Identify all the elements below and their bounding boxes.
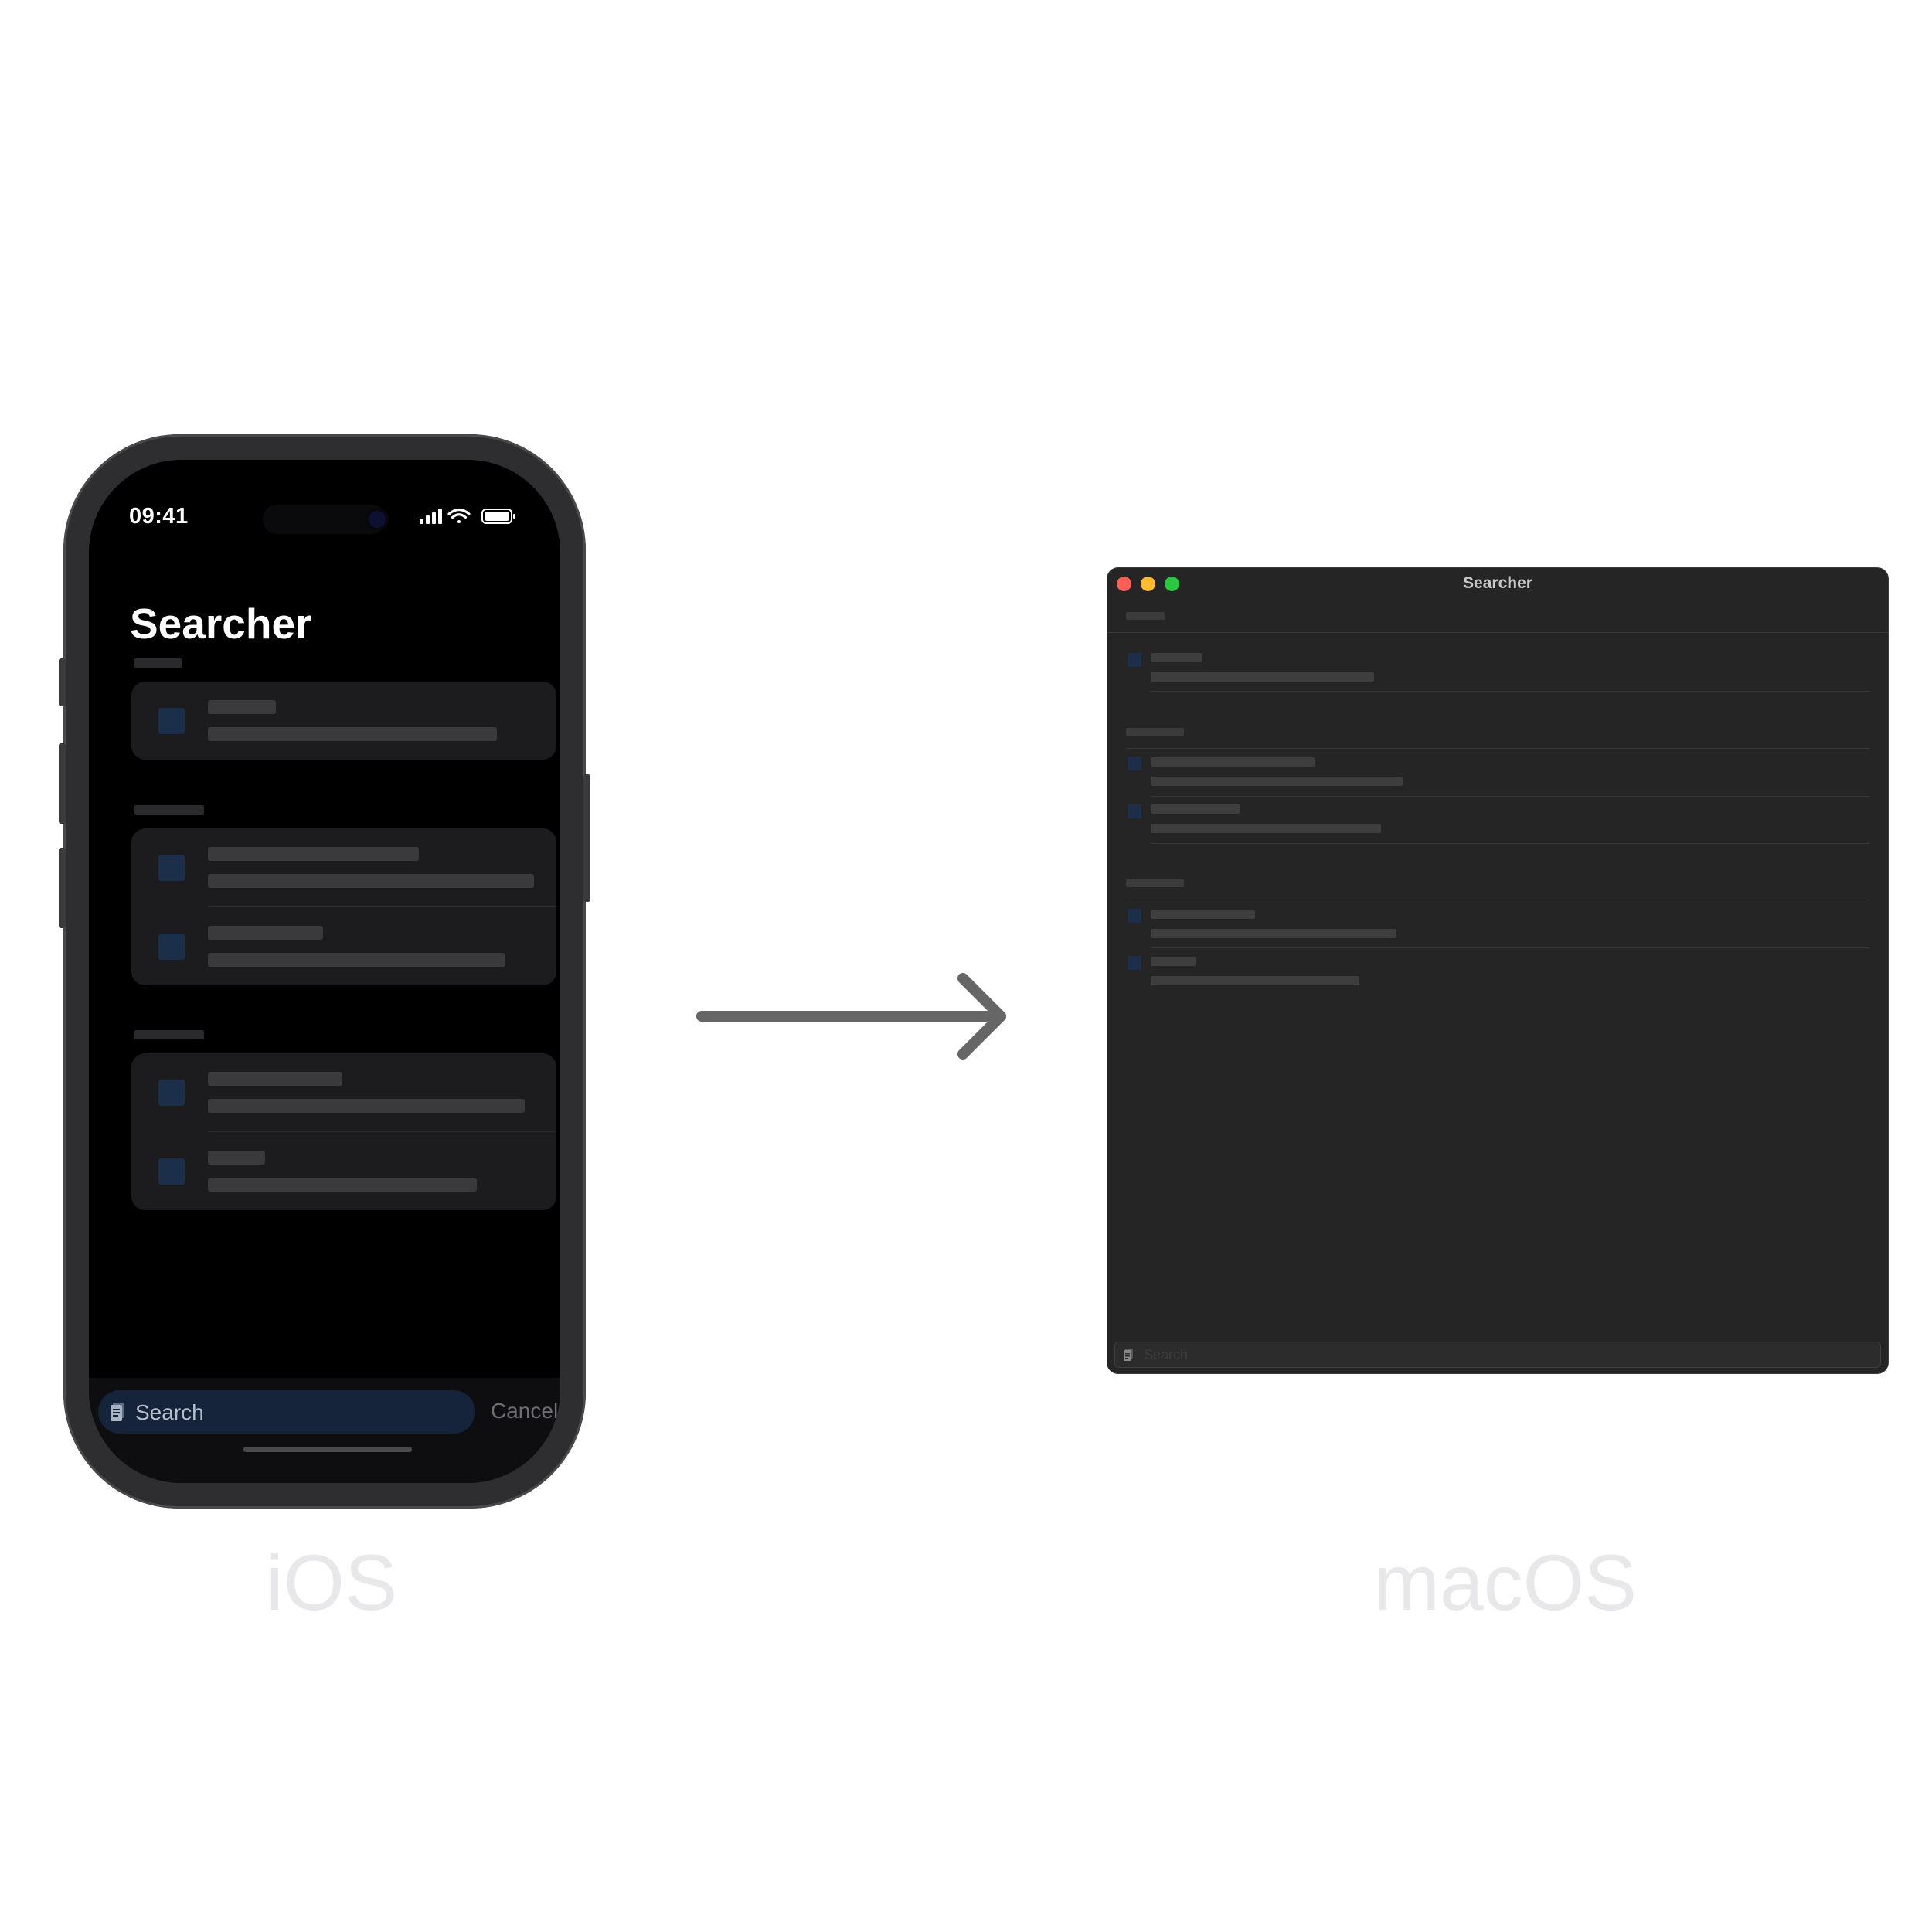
section-header-placeholder — [134, 658, 182, 668]
search-toolbar: Search Cancel — [89, 1378, 560, 1483]
close-button[interactable] — [1117, 577, 1131, 591]
page-title: Searcher — [130, 600, 312, 648]
arrow-right-icon — [696, 973, 1006, 1060]
divider — [1151, 691, 1869, 692]
section-header-placeholder — [1126, 728, 1184, 736]
title-placeholder — [208, 926, 323, 940]
camera-dot — [369, 511, 386, 528]
section-header-placeholder — [1126, 879, 1184, 887]
subtitle-placeholder — [208, 1099, 525, 1113]
search-input[interactable]: Search — [1114, 1342, 1881, 1368]
action-button — [59, 658, 66, 706]
item-icon — [1128, 757, 1141, 770]
list-item[interactable] — [131, 828, 556, 906]
item-icon — [1128, 804, 1141, 818]
volume-down-button — [59, 848, 66, 928]
subtitle-placeholder — [208, 874, 534, 888]
title-placeholder — [208, 1151, 265, 1165]
macos-caption: macOS — [1374, 1539, 1638, 1627]
subtitle-placeholder — [1151, 929, 1396, 938]
subtitle-placeholder — [208, 1178, 477, 1192]
title-placeholder — [208, 847, 419, 861]
title-placeholder — [1151, 957, 1196, 966]
title-placeholder — [208, 700, 276, 714]
item-icon — [158, 1080, 185, 1106]
item-icon — [158, 934, 185, 960]
item-icon — [158, 708, 185, 734]
status-icons — [420, 505, 519, 529]
item-icon — [1128, 956, 1141, 970]
list-item[interactable] — [158, 1131, 556, 1210]
section-card — [131, 682, 556, 760]
ios-caption: iOS — [266, 1539, 398, 1627]
cancel-button[interactable]: Cancel — [491, 1399, 559, 1423]
subtitle-placeholder — [1151, 777, 1403, 786]
window-title: Searcher — [1463, 574, 1532, 592]
item-icon — [1128, 653, 1141, 667]
subtitle-placeholder — [1151, 976, 1359, 985]
title-placeholder — [1151, 804, 1240, 814]
wifi-icon — [447, 508, 471, 523]
document-icon — [111, 1403, 124, 1421]
subtitle-placeholder — [1151, 672, 1374, 682]
list-item[interactable] — [131, 1053, 556, 1131]
section-header-placeholder — [134, 1030, 204, 1039]
title-placeholder — [1151, 757, 1315, 767]
list-item[interactable] — [131, 682, 556, 760]
section-card — [131, 828, 556, 985]
divider — [1151, 843, 1869, 844]
item-icon — [1128, 909, 1141, 923]
divider — [1126, 748, 1869, 749]
subtitle-placeholder — [1151, 824, 1381, 833]
title-placeholder — [208, 1072, 342, 1086]
ios-screen: 09:41 S — [89, 460, 560, 1483]
dynamic-island — [263, 505, 386, 534]
home-indicator[interactable] — [243, 1447, 412, 1452]
iphone-frame: 09:41 S — [59, 434, 590, 1509]
section-header-placeholder — [134, 805, 204, 815]
status-time: 09:41 — [129, 504, 189, 529]
section-card — [131, 1053, 556, 1210]
signal-wifi-battery-icon — [420, 508, 515, 524]
minimize-button[interactable] — [1141, 577, 1155, 591]
divider — [1151, 947, 1869, 948]
item-icon — [158, 855, 185, 881]
title-placeholder — [1151, 653, 1202, 662]
signal-icon — [420, 509, 442, 524]
zoom-button[interactable] — [1165, 577, 1179, 591]
subtitle-placeholder — [208, 953, 505, 967]
subtitle-placeholder — [208, 727, 497, 741]
divider — [1151, 796, 1869, 797]
battery-icon — [481, 509, 515, 524]
item-icon — [158, 1158, 185, 1185]
search-placeholder: Search — [1144, 1347, 1189, 1362]
document-icon — [1124, 1349, 1133, 1361]
title-placeholder — [1151, 910, 1255, 919]
search-placeholder: Search — [135, 1400, 204, 1424]
divider — [1107, 632, 1888, 633]
macos-window: Searcher — [1107, 568, 1888, 1373]
section-header-placeholder — [1126, 612, 1165, 620]
list-item[interactable] — [158, 906, 556, 985]
volume-up-button — [59, 743, 66, 824]
search-input[interactable]: Search — [98, 1390, 475, 1434]
power-button — [583, 774, 590, 902]
